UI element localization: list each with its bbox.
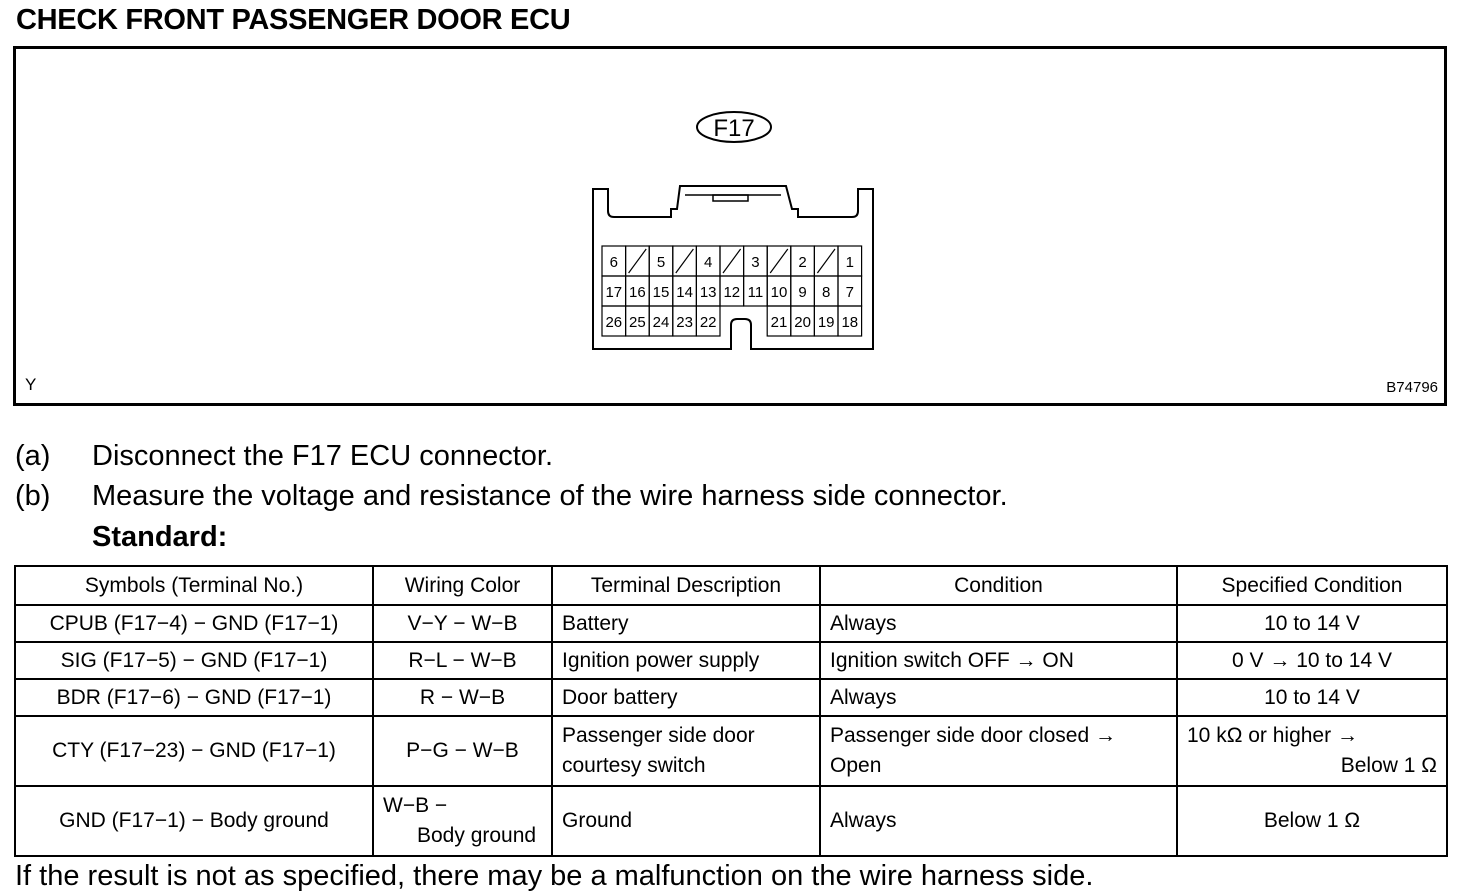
- cell-description: Passenger side door courtesy switch: [551, 715, 821, 787]
- pin-number: 15: [653, 284, 670, 301]
- cell-condition: Passenger side door closed → Open: [819, 715, 1178, 787]
- pin-number: 25: [629, 314, 646, 331]
- cell-wiring-line: Body ground: [417, 824, 537, 847]
- table-row: SIG (F17−5) − GND (F17−1) R−L − W−B Igni…: [14, 641, 1448, 680]
- header-specified: Specified Condition: [1176, 565, 1448, 606]
- empty-pin-slash: [628, 248, 647, 274]
- pin-number: 17: [605, 284, 622, 301]
- cell-specified-line: 10 kΩ or higher →: [1187, 724, 1358, 747]
- pin-number: 2: [798, 254, 806, 271]
- pin-number: 13: [700, 284, 717, 301]
- pin-number: 26: [605, 314, 622, 331]
- connector-label-oval: [696, 111, 772, 143]
- standard-label: Standard:: [92, 521, 228, 553]
- cell-description: Ignition power supply: [551, 641, 821, 680]
- pin-number: 21: [771, 314, 788, 331]
- cell-specified: 0 V → 10 to 14 V: [1176, 641, 1448, 680]
- pin-number: 4: [704, 254, 712, 271]
- step-text: Disconnect the F17 ECU connector.: [92, 440, 554, 472]
- cell-condition-line: Open: [830, 754, 882, 777]
- header-condition: Condition: [819, 565, 1178, 606]
- header-symbols: Symbols (Terminal No.): [14, 565, 374, 606]
- table-header-row: Symbols (Terminal No.) Wiring Color Term…: [14, 565, 1448, 606]
- cell-description-line: courtesy switch: [562, 754, 706, 777]
- spec-table: Symbols (Terminal No.) Wiring Color Term…: [14, 565, 1448, 857]
- pin-number: 5: [657, 254, 665, 271]
- pin-number: 22: [700, 314, 717, 331]
- connector-housing: [592, 185, 874, 350]
- footer-note: If the result is not as specified, there…: [15, 860, 1094, 892]
- table-row: CPUB (F17−4) − GND (F17−1) V−Y − W−B Bat…: [14, 604, 1448, 643]
- empty-pin-slash: [722, 248, 742, 274]
- header-description: Terminal Description: [551, 565, 821, 606]
- pin-number: 10: [771, 284, 788, 301]
- empty-pin-slash: [675, 248, 694, 274]
- cell-specified: 10 to 14 V: [1176, 604, 1448, 643]
- cell-condition: Ignition switch OFF → ON: [819, 641, 1178, 680]
- pin-number: 8: [822, 284, 830, 301]
- cell-description: Ground: [551, 785, 821, 857]
- cell-wiring: R − W−B: [372, 678, 553, 717]
- figure-corner-letter: Y: [25, 375, 37, 394]
- empty-pin-slash: [816, 248, 836, 274]
- cell-wiring: R−L − W−B: [372, 641, 553, 680]
- cell-specified: 10 to 14 V: [1176, 678, 1448, 717]
- pin-number: 16: [629, 284, 646, 301]
- cell-wiring: V−Y − W−B: [372, 604, 553, 643]
- cell-condition: Always: [819, 604, 1178, 643]
- figure-code: B74796: [1386, 379, 1438, 396]
- cell-description-line: Passenger side door: [562, 724, 755, 747]
- connector-label: F17: [713, 115, 754, 142]
- step-label: (b): [15, 480, 51, 512]
- cell-wiring-line: W−B −: [383, 794, 448, 817]
- cell-specified: Below 1 Ω: [1176, 785, 1448, 857]
- pin-cell: [837, 305, 863, 337]
- step-label: (a): [15, 440, 51, 472]
- pin-number: 11: [748, 284, 764, 301]
- cell-symbols: BDR (F17−6) − GND (F17−1): [14, 678, 374, 717]
- cell-condition: Always: [819, 785, 1178, 857]
- pin-number: 1: [846, 254, 854, 271]
- pin-number: 24: [653, 314, 670, 331]
- cell-symbols: SIG (F17−5) − GND (F17−1): [14, 641, 374, 680]
- cell-wiring: W−B − Body ground: [372, 785, 553, 857]
- pin-number: 7: [846, 284, 854, 301]
- cell-description: Battery: [551, 604, 821, 643]
- cell-description: Door battery: [551, 678, 821, 717]
- table-row: BDR (F17−6) − GND (F17−1) R − W−B Door b…: [14, 678, 1448, 717]
- table-row: GND (F17−1) − Body ground W−B − Body gro…: [14, 785, 1448, 857]
- cell-specified: 10 kΩ or higher → Below 1 Ω: [1176, 715, 1448, 787]
- pin-number: 14: [676, 284, 693, 301]
- pin-number: 6: [610, 254, 618, 271]
- cell-symbols: GND (F17−1) − Body ground: [14, 785, 374, 857]
- header-wiring: Wiring Color: [372, 565, 553, 606]
- pin-number: 3: [751, 254, 759, 271]
- pin-cell: [695, 305, 721, 337]
- empty-pin-slash: [769, 248, 789, 274]
- cell-wiring: P−G − W−B: [372, 715, 553, 787]
- step-text: Measure the voltage and resistance of th…: [92, 480, 1008, 512]
- cell-specified-line: Below 1 Ω: [1340, 754, 1437, 777]
- table-row: CTY (F17−23) − GND (F17−1) P−G − W−B Pas…: [14, 715, 1448, 787]
- cell-symbols: CTY (F17−23) − GND (F17−1): [14, 715, 374, 787]
- pin-number: 9: [798, 284, 806, 301]
- page-title: CHECK FRONT PASSENGER DOOR ECU: [16, 4, 571, 36]
- pin-number: 19: [818, 314, 835, 331]
- cell-condition: Always: [819, 678, 1178, 717]
- cell-symbols: CPUB (F17−4) − GND (F17−1): [14, 604, 374, 643]
- pin-number: 20: [794, 314, 811, 331]
- pin-number: 12: [723, 284, 740, 301]
- cell-condition-line: Passenger side door closed →: [830, 724, 1116, 747]
- pin-number: 23: [676, 314, 693, 331]
- pin-number: 18: [841, 314, 858, 331]
